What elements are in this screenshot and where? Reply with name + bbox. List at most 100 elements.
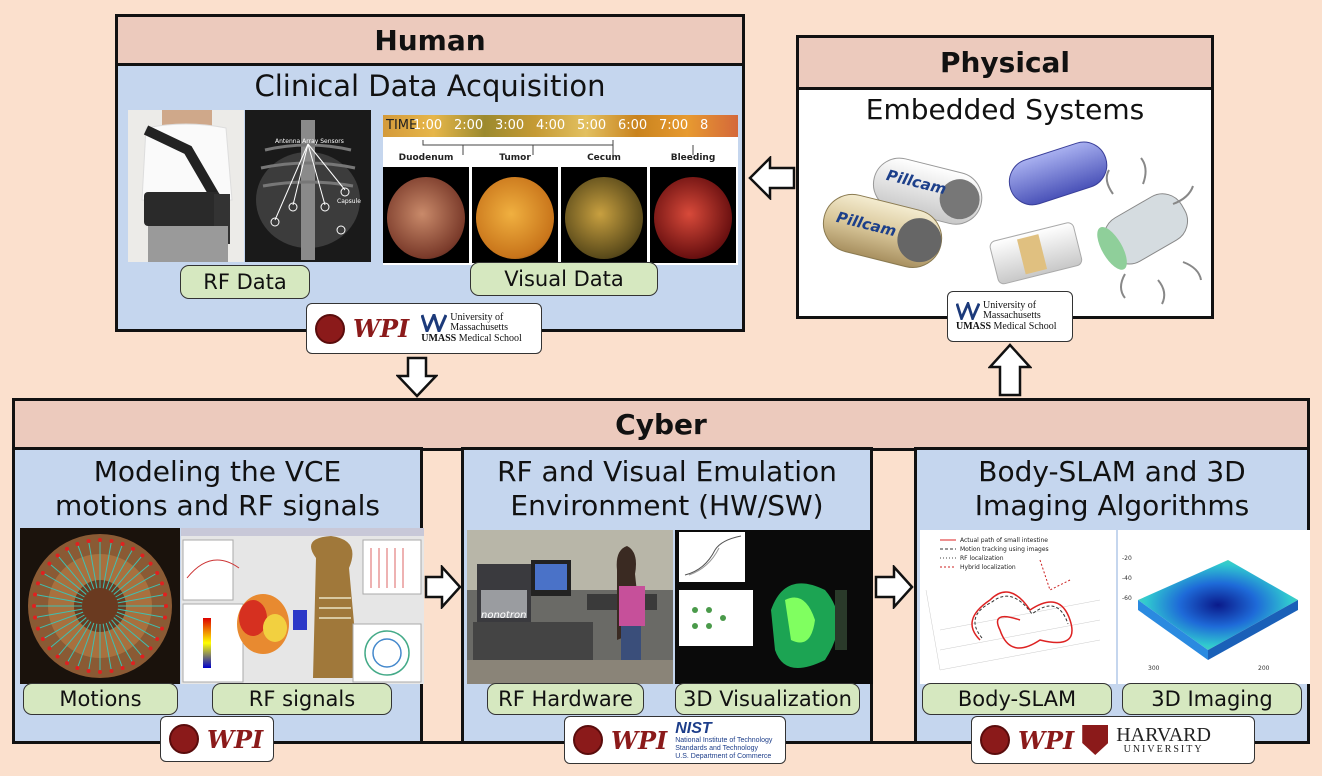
motion-point (98, 670, 102, 674)
motion-ray (42, 614, 85, 640)
human-logo-box: WPI University of Massachusetts UMASS Me… (306, 303, 542, 354)
motion-point (33, 615, 38, 620)
motion-point (140, 553, 145, 558)
motion-ray (34, 594, 83, 604)
xray-label: Antenna Array Sensors (275, 138, 344, 145)
legend-label: Hybrid localization (960, 564, 1016, 571)
nist-line-1: National Institute of Technology (675, 737, 773, 745)
motion-point (55, 654, 60, 659)
svg-text:-20: -20 (1122, 555, 1132, 562)
time-tick: 7:00 (659, 118, 689, 133)
motion-ray (108, 621, 134, 664)
motion-ray (34, 608, 83, 618)
physical-umass-line-1: University of (983, 299, 1037, 311)
motion-point (109, 539, 114, 544)
arrow-left-icon (748, 156, 796, 200)
time-tick: 2:00 (454, 118, 484, 133)
3d-visualization-label: 3D Visualization (675, 683, 860, 715)
motion-point (86, 539, 91, 544)
time-tick: 1:00 (413, 118, 443, 133)
motion-point (160, 581, 165, 586)
motion-point (120, 666, 125, 671)
physical-header: Physical (799, 38, 1211, 90)
svg-text:200: 200 (1258, 665, 1270, 672)
time-tick: 6:00 (618, 118, 648, 133)
rf-data-label: RF Data (180, 265, 310, 299)
visual-data-label: Visual Data (470, 262, 658, 296)
motion-point (47, 646, 52, 651)
motion-ray (76, 543, 95, 590)
human-box: Human Clinical Data Acquisition (115, 14, 745, 332)
motion-point (47, 561, 52, 566)
patient-photo (128, 110, 244, 262)
emulation-panel: RF and Visual Emulation Environment (HW/… (461, 447, 873, 744)
motion-point (148, 646, 153, 651)
frame-label: Bleeding (670, 153, 716, 163)
wpi-seal-icon (980, 725, 1010, 755)
motion-point (131, 546, 135, 551)
time-tick: 8 (700, 118, 709, 133)
time-tick: 4:00 (536, 118, 566, 133)
nonotron-text: nonotron (481, 610, 526, 621)
endoscopy-frame (383, 167, 469, 263)
motion-point (32, 604, 36, 608)
umass-line-1: University of (450, 311, 504, 323)
time-tick: 5:00 (577, 118, 607, 133)
motion-point (164, 604, 168, 608)
motion-ray (37, 582, 84, 601)
rf-hardware-image: nonotron (467, 530, 673, 684)
legend-label: Actual path of small intestine (960, 537, 1048, 544)
legend-label: RF localization (960, 555, 1004, 562)
motion-ray (113, 617, 151, 649)
svg-text:-40: -40 (1122, 575, 1132, 582)
frame-label: Tumor (499, 153, 531, 163)
motion-point (35, 626, 40, 631)
motions-image (20, 528, 180, 684)
nist-line-2: Standards and Technology (675, 744, 759, 752)
motion-point (35, 581, 40, 586)
wpi-seal-icon (169, 724, 199, 754)
motion-point (162, 592, 167, 597)
motion-ray (37, 611, 84, 630)
motion-ray (49, 563, 87, 595)
human-header: Human (118, 17, 742, 66)
motion-point (75, 541, 80, 546)
time-label: TIME (386, 118, 418, 133)
arrow-down-icon (396, 356, 438, 398)
motion-ray (66, 621, 92, 664)
motion-ray (57, 619, 89, 657)
modeling-wpi-text: WPI (207, 724, 264, 754)
motion-ray (115, 614, 158, 640)
motion-ray (88, 623, 98, 672)
motion-point (162, 615, 167, 620)
arrow-up-icon (988, 343, 1032, 397)
slam-logo-box: WPI HARVARD UNIVERSITY (971, 716, 1255, 764)
motion-point (33, 592, 38, 597)
motion-point (65, 661, 69, 666)
human-title: Clinical Data Acquisition (254, 69, 606, 103)
motion-point (65, 546, 69, 551)
harvard-name: HARVARD (1116, 724, 1211, 746)
motion-ray (76, 622, 95, 669)
svg-text:300: 300 (1148, 665, 1160, 672)
modeling-title-line1: Modeling the VCE (93, 455, 342, 488)
capsules-image: Pillcam Pillcam (822, 141, 1202, 305)
slam-title-line1: Body-SLAM and 3D (978, 455, 1246, 488)
motion-ray (117, 608, 166, 618)
frame-label: Duodenum (398, 153, 454, 163)
motion-ray (111, 555, 143, 593)
slam-title-line2: Imaging Algorithms (974, 489, 1250, 522)
motion-ray (57, 555, 89, 593)
motion-ray (111, 619, 143, 657)
motion-point (155, 571, 160, 575)
motion-point (131, 661, 135, 666)
motion-point (40, 637, 45, 641)
umass-mark: UMASS (421, 332, 457, 344)
3d-visualization-image (675, 530, 873, 684)
modeling-title-line2: motions and RF signals (55, 489, 380, 522)
rf-hardware-label: RF Hardware (487, 683, 644, 715)
modeling-panel: Modeling the VCE motions and RF signals … (12, 447, 424, 744)
